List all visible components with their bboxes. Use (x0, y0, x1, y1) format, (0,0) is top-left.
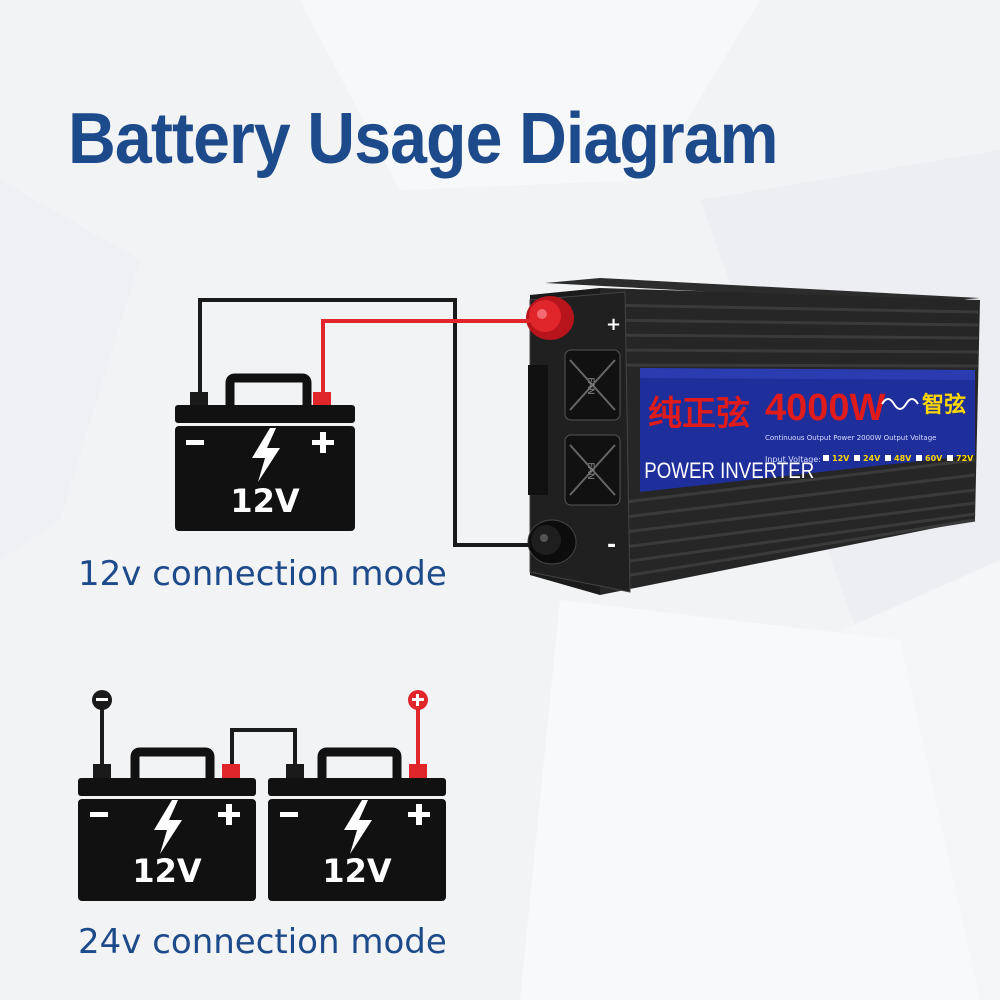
input-option-label: 24V (863, 454, 881, 463)
battery-24v-left: - + 12V (78, 747, 256, 901)
wiring-12v (198, 298, 530, 547)
inverter-spec-line: Continuous Output Power 2000W Output Vol… (765, 434, 936, 442)
page-title: Battery Usage Diagram (68, 99, 779, 179)
sine-wave-icon (881, 398, 919, 410)
positive-terminal: + (526, 296, 621, 340)
battery-24v-right: - + 12V (268, 747, 446, 901)
input-option-label: 12V (832, 454, 850, 463)
caption-24v-mode: 24v connection mode (78, 922, 447, 962)
fan-label: FAN (585, 377, 595, 394)
lightning-icon (252, 428, 280, 482)
input-option-box (885, 455, 891, 461)
input-option-label: 60V (925, 454, 943, 463)
caption-12v-mode: 12v connection mode (78, 554, 447, 594)
negative-terminal: - (527, 519, 616, 565)
fan-icon: FAN (564, 349, 621, 421)
power-inverter: FAN FAN 纯正弦 4000W 智弦 POWER INVERTER Cont… (526, 278, 980, 595)
terminal-plus-label: + (606, 314, 621, 335)
input-option-box (823, 455, 829, 461)
inverter-name: POWER INVERTER (644, 460, 814, 484)
battery-voltage-label: 12V (322, 852, 392, 890)
input-option-label: 72V (956, 454, 974, 463)
battery-voltage-label: 12V (132, 852, 202, 890)
terminal-minus-label: - (607, 533, 616, 558)
lightning-icon (344, 800, 372, 854)
fan-label: FAN (585, 462, 595, 479)
input-option-box (916, 455, 922, 461)
battery-voltage-label: 12V (230, 482, 300, 520)
wiring-24v (92, 690, 428, 765)
inverter-brand-cn: 纯正弦 (648, 394, 750, 434)
negative-wire (198, 298, 530, 547)
lightning-icon (154, 800, 182, 854)
input-voltage-label: Input Voltage: (765, 455, 821, 464)
positive-wire (321, 319, 530, 393)
fan-icon: FAN (564, 434, 621, 506)
inverter-power: 4000W (765, 387, 886, 429)
inverter-logo-cn: 智弦 (922, 392, 966, 418)
input-option-box (947, 455, 953, 461)
input-option-box (854, 455, 860, 461)
battery-12v: - + 12V (175, 373, 355, 531)
input-option-label: 48V (894, 454, 912, 463)
